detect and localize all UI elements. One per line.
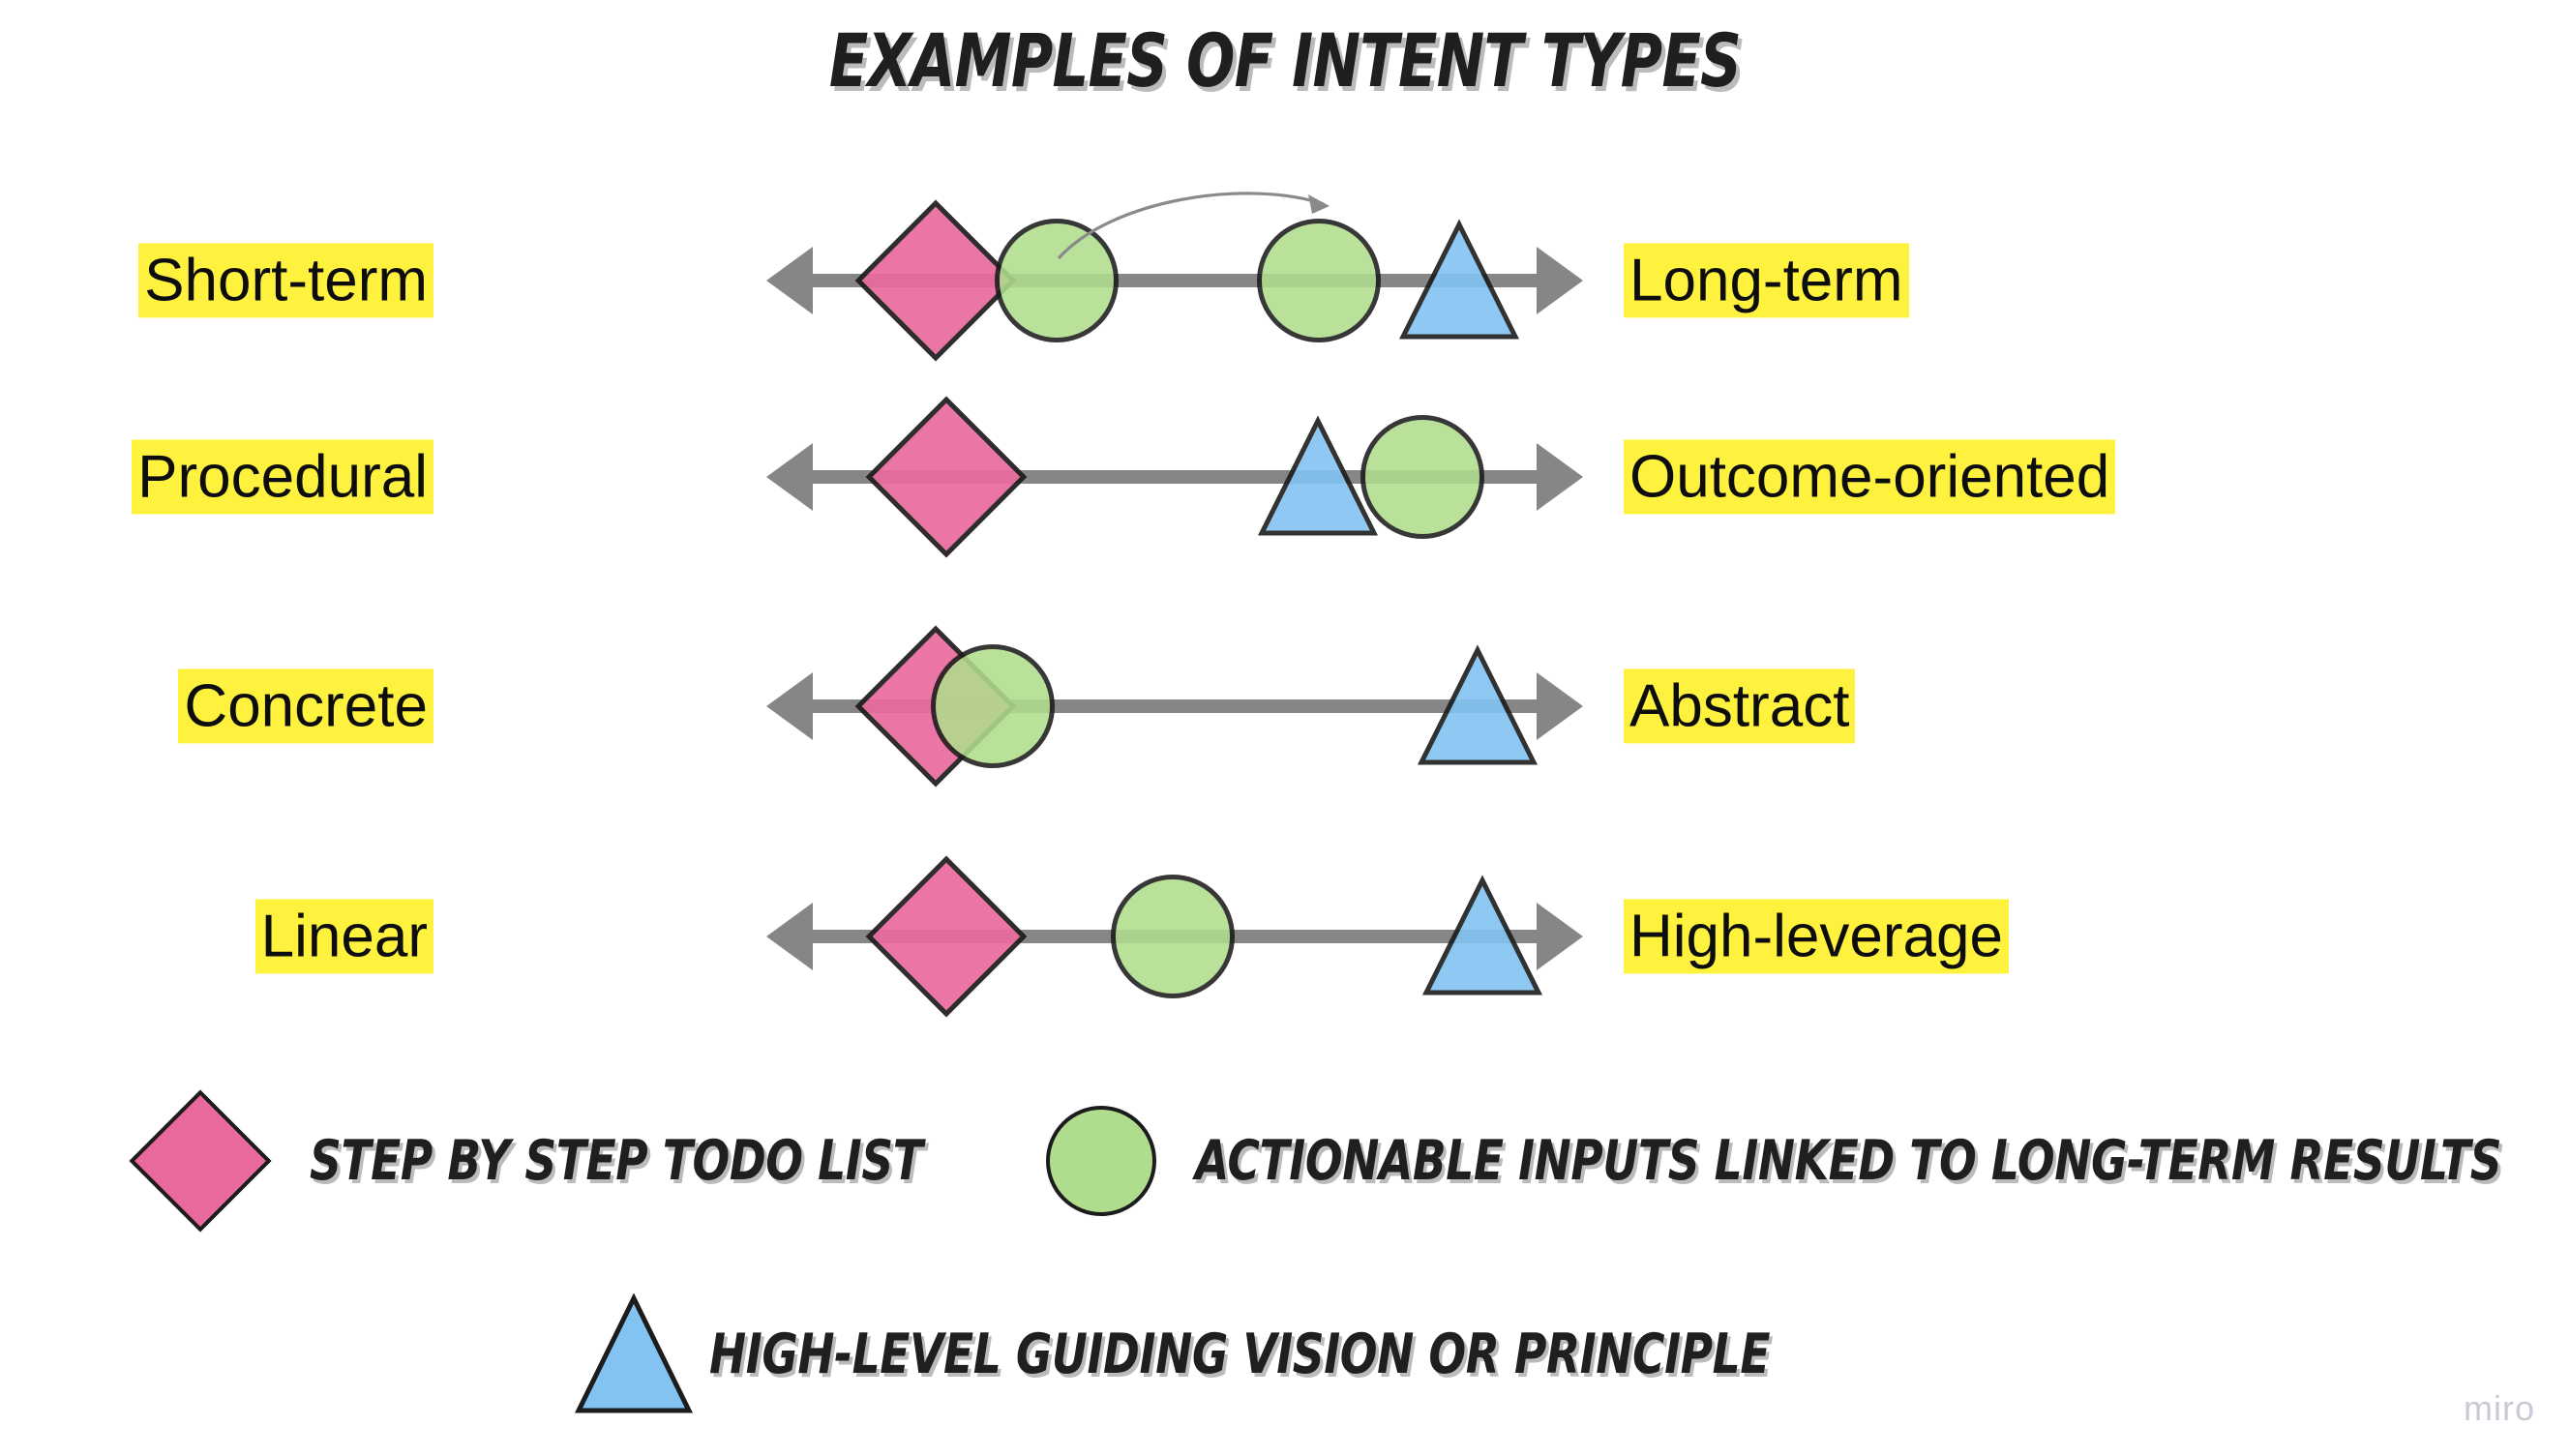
spectrum-left-label: Linear bbox=[254, 899, 433, 974]
miro-watermark: miro bbox=[2464, 1388, 2535, 1428]
legend-item-circle: ACTIONABLE INPUTS LINKED TO LONG-TERM RE… bbox=[0, 1093, 2570, 1229]
marker-diamond[interactable] bbox=[865, 396, 1028, 558]
marker-circle[interactable] bbox=[931, 644, 1055, 768]
spectrum-left-label: Short-term bbox=[138, 243, 433, 318]
legend-label: STEP BY STEP TODO LIST bbox=[310, 1129, 923, 1193]
page-title: EXAMPLES OF INTENT TYPES bbox=[828, 17, 1742, 104]
spectrum-row-concrete-abstract: Concrete Abstract bbox=[0, 595, 2570, 817]
legend-label: HIGH-LEVEL GUIDING VISION OR PRINCIPLE bbox=[709, 1322, 1771, 1386]
marker-circle[interactable] bbox=[1257, 219, 1381, 342]
marker-diamond[interactable] bbox=[854, 199, 1017, 362]
spectrum-right-label: High-leverage bbox=[1624, 899, 2009, 974]
spectrum-right-label: Abstract bbox=[1624, 669, 1856, 744]
legend-triangle-icon bbox=[573, 1293, 695, 1415]
spectrum-row-procedural-outcome: Procedural Outcome-oriented bbox=[0, 366, 2570, 588]
spectrum-right-label: Long-term bbox=[1624, 243, 1909, 318]
legend-item-diamond: STEP BY STEP TODO LIST bbox=[0, 1089, 2570, 1233]
axis-arrowhead-right bbox=[1537, 672, 1583, 740]
marker-circle[interactable] bbox=[1360, 415, 1484, 539]
marker-circle[interactable] bbox=[1111, 875, 1235, 998]
legend-label: ACTIONABLE INPUTS LINKED TO LONG-TERM RE… bbox=[1195, 1129, 2502, 1193]
axis-arrowhead-left bbox=[766, 672, 813, 740]
legend-item-triangle: HIGH-LEVEL GUIDING VISION OR PRINCIPLE bbox=[0, 1287, 2570, 1422]
spectrum-row-linear-highleverage: Linear High-leverage bbox=[0, 825, 2570, 1048]
axis-arrowhead-right bbox=[1537, 247, 1583, 314]
marker-triangle[interactable] bbox=[1256, 415, 1380, 539]
spectrum-row-short-long: Short-term Long-term bbox=[0, 169, 2570, 392]
marker-triangle[interactable] bbox=[1397, 219, 1521, 342]
spectrum-right-label: Outcome-oriented bbox=[1624, 439, 2116, 515]
spectrum-left-label: Procedural bbox=[132, 439, 433, 515]
legend-circle-icon bbox=[1046, 1106, 1156, 1216]
spectrum-left-label: Concrete bbox=[178, 669, 433, 744]
axis-arrowhead-right bbox=[1537, 443, 1583, 511]
marker-diamond[interactable] bbox=[865, 855, 1028, 1018]
marker-circle[interactable] bbox=[995, 219, 1119, 342]
axis-arrowhead-right bbox=[1537, 903, 1583, 970]
axis-arrowhead-left bbox=[766, 903, 813, 970]
marker-triangle[interactable] bbox=[1420, 875, 1544, 998]
axis-arrowhead-left bbox=[766, 247, 813, 314]
axis-arrowhead-left bbox=[766, 443, 813, 511]
marker-triangle[interactable] bbox=[1416, 644, 1539, 768]
